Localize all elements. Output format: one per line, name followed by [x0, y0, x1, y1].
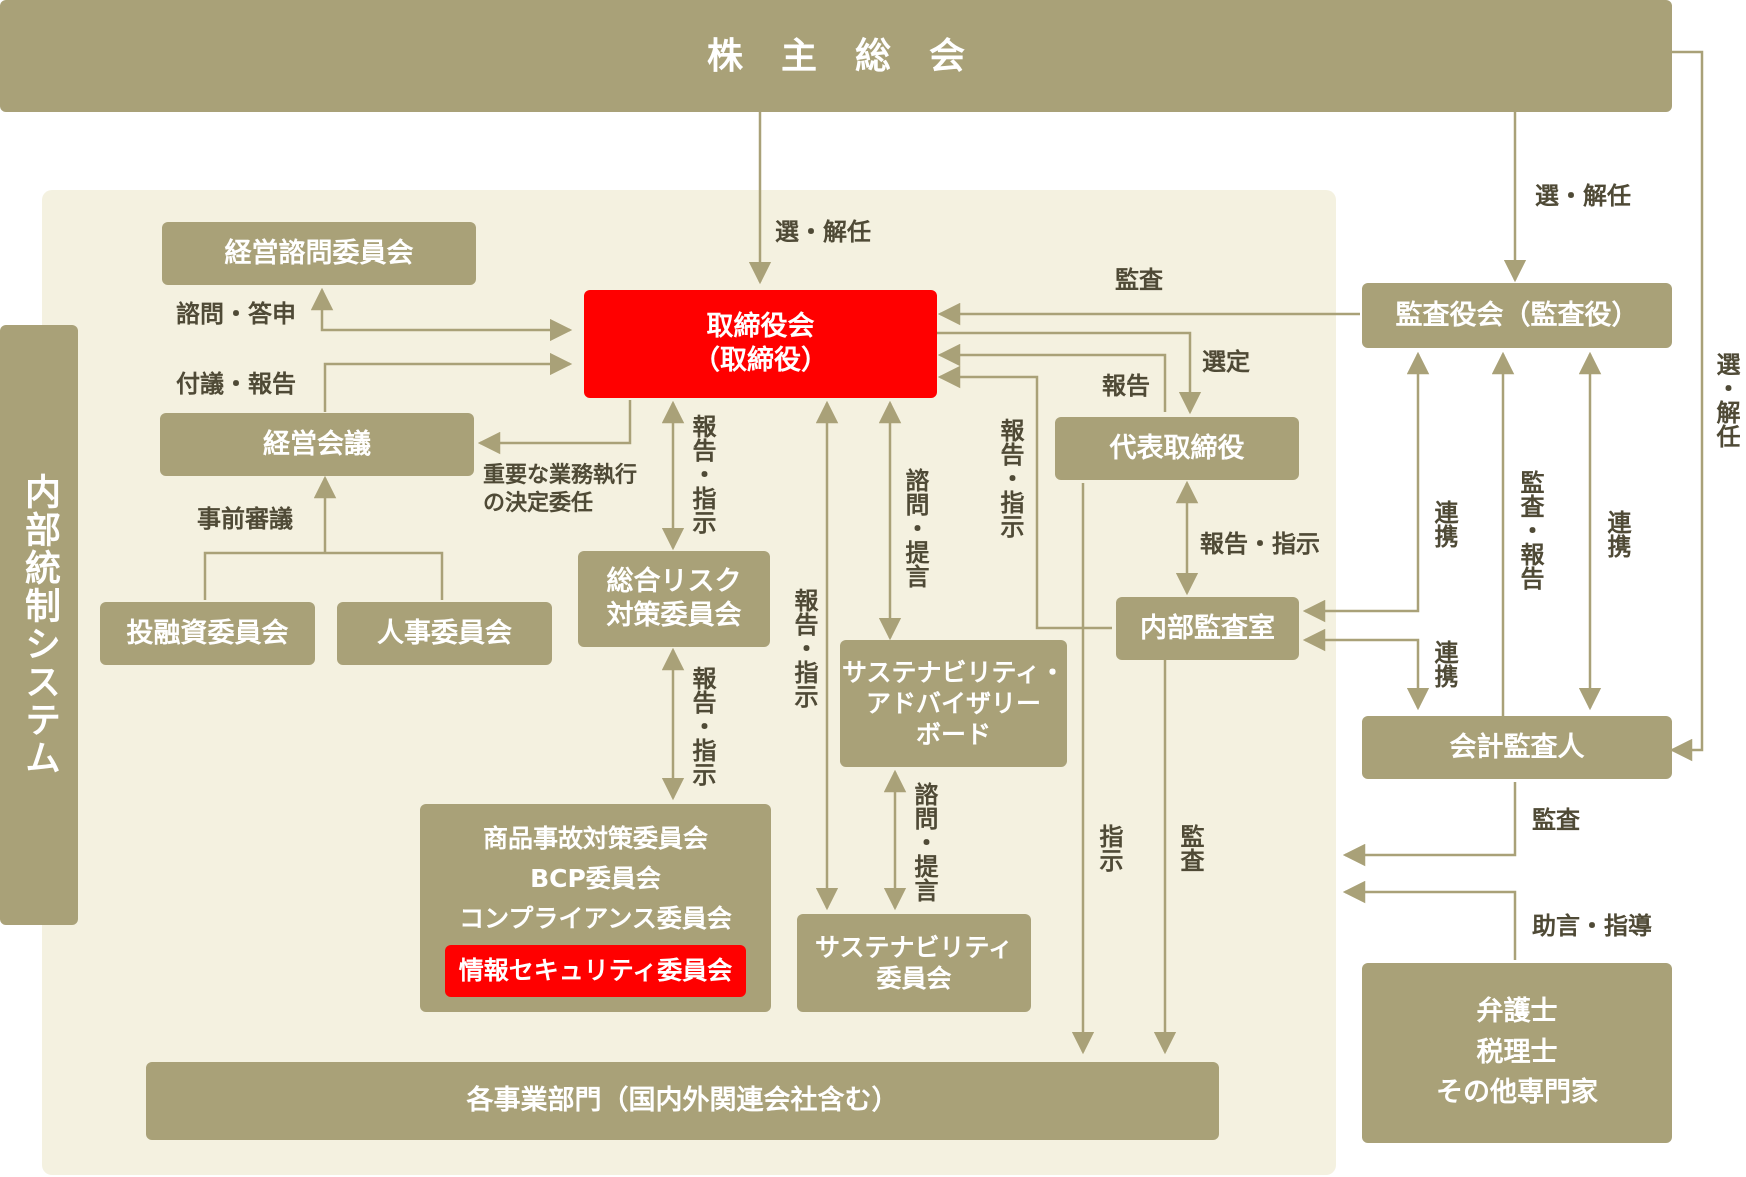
management-meeting-box: 経営会議	[160, 413, 474, 476]
label-consult-report: 諮問・答申	[176, 300, 296, 328]
audit-board-box: 監査役会（監査役）	[1362, 283, 1672, 348]
label-select: 選定	[1202, 348, 1250, 376]
label-appoint-auditors: 選・解任	[1535, 182, 1631, 210]
label-report-instruct-risk: 報告・指示	[688, 414, 716, 534]
label-audit-accountant: 監査	[1532, 806, 1580, 834]
line-shareholders-accountant	[1669, 50, 1704, 762]
internal-control-system-label: 内部統制システム	[0, 325, 78, 925]
label-consult-propose-board: 諮問・提言	[901, 468, 929, 588]
label-delegation: 重要な業務執行 の決定委任	[483, 463, 638, 516]
experts-box: 弁護士 税理士 その他専門家	[1362, 963, 1672, 1143]
sustainability-committee-box: サステナビリティ 委員会	[797, 914, 1031, 1012]
label-audit-board: 監査	[1115, 266, 1163, 294]
line-rep-board	[937, 343, 1167, 412]
representative-director-box: 代表取締役	[1055, 417, 1299, 480]
line-committees-join	[203, 551, 444, 600]
label-audit-report: 監査・報告	[1516, 470, 1544, 590]
label-prior-review: 事前審議	[197, 505, 293, 533]
line-board-mgmt	[477, 400, 632, 455]
hr-committee-box: 人事委員会	[337, 602, 552, 665]
label-audit-divisions: 監査	[1176, 824, 1204, 872]
sub-committees-box: 商品事故対策委員会 BCP委員会 コンプライアンス委員会 情報セキュリティ委員会	[420, 804, 771, 1012]
line-internal-accountant	[1302, 628, 1430, 711]
line-internal-board	[937, 365, 1112, 630]
investment-committee-box: 投融資委員会	[100, 602, 315, 665]
line-advisory-board	[310, 287, 573, 342]
line-board-rep	[937, 331, 1202, 415]
shareholders-meeting-box: 株主総会	[0, 0, 1672, 112]
label-report-instruct-internal: 報告・指示	[996, 418, 1024, 538]
label-cooperate-2: 連携	[1603, 510, 1631, 558]
label-appoint-board: 選・解任	[775, 218, 871, 246]
label-advice-guidance: 助言・指導	[1532, 912, 1652, 940]
label-report-instruct-sub: 報告・指示	[688, 666, 716, 786]
label-report-instruct-sust: 報告・指示	[790, 588, 818, 708]
risk-committee-box: 総合リスク 対策委員会	[578, 551, 770, 647]
label-agenda-report: 付議・報告	[176, 370, 296, 398]
line-accountant-panel	[1342, 782, 1517, 867]
advisory-committee-box: 経営諮問委員会	[162, 222, 476, 285]
board-of-directors-box: 取締役会 （取締役）	[584, 290, 937, 398]
business-divisions-box: 各事業部門（国内外関連会社含む）	[146, 1062, 1219, 1140]
label-appoint-accountant: 選・解任	[1712, 352, 1740, 448]
internal-audit-box: 内部監査室	[1116, 597, 1299, 660]
label-consult-propose-sust: 諮問・提言	[910, 782, 938, 902]
label-cooperate-1: 連携	[1430, 500, 1458, 548]
accounting-auditor-box: 会計監査人	[1362, 716, 1672, 779]
line-experts-panel	[1342, 880, 1517, 960]
sustainability-advisory-board-box: サステナビリティ・ アドバイザリー ボード	[840, 640, 1067, 767]
label-instruct: 指示	[1095, 824, 1123, 872]
line-mgmt-board	[323, 352, 573, 412]
label-report-instruct-rep: 報告・指示	[1200, 530, 1320, 558]
info-security-committee-badge: 情報セキュリティ委員会	[444, 945, 747, 997]
label-report-rep: 報告	[1102, 372, 1150, 400]
line-audit-internal	[1302, 351, 1430, 623]
label-cooperate-3: 連携	[1430, 640, 1458, 688]
